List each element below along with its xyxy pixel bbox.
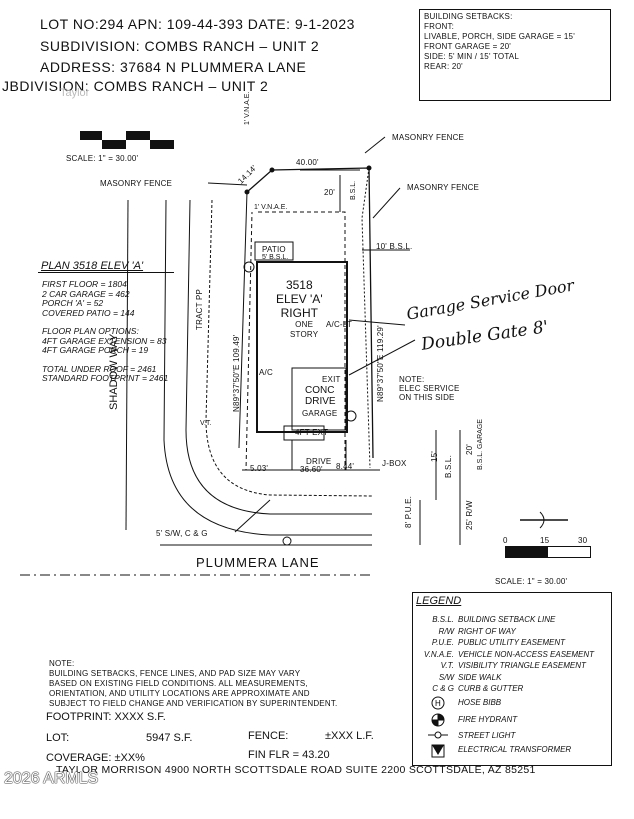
legend-fire-hydrant: FIRE HYDRANT (458, 715, 518, 724)
conc-drive-label: CONC DRIVE (305, 385, 336, 407)
house-label: 3518 ELEV 'A' RIGHT (276, 278, 323, 320)
pue-label: 8' P.U.E. (404, 495, 413, 528)
exit-label: EXIT (322, 375, 341, 384)
acu-label: A/C-LT (326, 320, 352, 329)
left-bearing: N89°37'50"E 109.49' (232, 334, 241, 412)
legend-hose-bibb: HOSE BIBB (458, 698, 502, 707)
scale-tick-15: 15 (540, 536, 550, 545)
dim-40: 40.00' (296, 158, 319, 167)
setbacks-title: BUILDING SETBACKS: (424, 12, 513, 21)
bsl-20-top: 20' (324, 188, 336, 197)
footprint-stat: FOOTPRINT: XXXX S.F. (46, 711, 166, 723)
masonry-fence-label-top: MASONRY FENCE (392, 133, 465, 142)
builder-footer: TAYLOR MORRISON 4900 NORTH SCOTTSDALE RO… (56, 764, 536, 776)
lot-apn-date: LOT NO:294 APN: 109-44-393 DATE: 9-1-202… (40, 16, 355, 32)
svg-text:H: H (435, 699, 441, 708)
setbacks-livable: LIVABLE, PORCH, SIDE GARAGE = 15' (424, 32, 575, 41)
dim-20: 20' (465, 443, 474, 455)
scale-bar-bottom (505, 546, 591, 558)
fence-label: FENCE: (248, 730, 289, 742)
bsl-rear: B.S.L. (350, 180, 357, 200)
scale-tick-30: 30 (578, 536, 588, 545)
legend-title: LEGEND (416, 595, 462, 607)
jbox-label: J-BOX (382, 459, 407, 468)
subdivision: SUBDIVISION: COMBS RANCH – UNIT 2 (40, 38, 320, 54)
setbacks-rear: REAR: 20' (424, 62, 463, 71)
street-light-icon (428, 731, 448, 739)
coverage-stat: COVERAGE: ±XX% (46, 752, 145, 764)
scale-label-top: SCALE: 1" = 30.00' (66, 154, 139, 163)
dim-15: 15' (430, 450, 439, 462)
legend-symbols: H (428, 696, 448, 758)
setbacks-box (419, 9, 611, 101)
dim-8-44: 8.44' (336, 462, 355, 471)
setbacks-front-garage: FRONT GARAGE = 20' (424, 42, 512, 51)
mls-watermark: 2026 ARMLS (4, 770, 99, 787)
hose-bibb-icon: H (431, 696, 445, 710)
legend-electrical-transformer: ELECTRICAL TRANSFORMER (458, 745, 572, 754)
dim-36-60: 36.60' (300, 465, 323, 474)
plan-title: PLAN 3518 ELEV 'A' (41, 260, 144, 272)
masonry-fence-label-right: MASONRY FENCE (407, 183, 480, 192)
ft-ext-label: 4FT EXT (295, 428, 329, 437)
rw-label: 25' R/W (465, 500, 474, 530)
legend-street-light: STREET LIGHT (458, 731, 516, 740)
sw-cg-label: 5' S/W, C & G (156, 529, 208, 538)
electrical-transformer-icon (431, 744, 445, 758)
ghost-text: Taylor (60, 87, 90, 99)
bsl-front: B.S.L. (444, 455, 453, 478)
tract-label: TRACT PP (195, 288, 204, 330)
street-name: PLUMMERA LANE (196, 555, 320, 570)
plan-divider (38, 272, 174, 273)
legend-box (412, 592, 612, 766)
ac-label: A/C (259, 368, 273, 377)
fence-value: ±XXX L.F. (325, 730, 374, 742)
vnae-left: 1' V.N.A.E. (254, 204, 288, 211)
garage-label: GARAGE (302, 409, 338, 418)
vt-label: V.T. (200, 420, 212, 427)
bsl-10: 10' B.S.L. (376, 242, 413, 251)
legend-descs: BUILDING SETBACK LINE RIGHT OF WAY PUBLI… (458, 615, 595, 693)
subdivision-overlay: JBDIVISION: COMBS RANCH – UNIT 2 (2, 78, 269, 94)
dim-5-03: 5.03' (250, 464, 269, 473)
patio-bsl: 5' B.S.L. (262, 254, 289, 261)
plan-details: FIRST FLOOR = 1804 2 CAR GARAGE = 462 PO… (42, 279, 169, 383)
bsl-garage: B.S.L. GARAGE (477, 419, 484, 470)
setbacks-side: SIDE: 5' MIN / 15' TOTAL (424, 52, 519, 61)
patio-label: PATIO (262, 245, 286, 254)
scale-tick-0: 0 (503, 536, 508, 545)
right-bearing: N89°37'50"E 119.29' (376, 325, 385, 402)
one-story-label: ONE STORY (290, 320, 319, 339)
legend-abbrs: B.S.L. R/W P.U.E. V.N.A.E. V.T. S/W C & … (423, 615, 454, 693)
scale-label-bottom: SCALE: 1" = 30.00' (495, 577, 568, 586)
masonry-fence-label-left: MASONRY FENCE (100, 179, 173, 188)
scale-bar-top (80, 131, 175, 149)
fire-hydrant-icon (431, 713, 445, 727)
elec-service-note: NOTE: ELEC SERVICE ON THIS SIDE (399, 375, 460, 402)
address: ADDRESS: 37684 N PLUMMERA LANE (40, 59, 307, 75)
setbacks-front: FRONT: (424, 22, 455, 31)
lot-value: 5947 S.F. (146, 732, 193, 744)
lot-label: LOT: (46, 732, 70, 744)
vnae-top: 1' V.N.A.E. (244, 91, 251, 125)
drive-label: DRIVE (306, 457, 332, 466)
general-note: NOTE: BUILDING SETBACKS, FENCE LINES, AN… (49, 659, 338, 708)
fin-floor-stat: FIN FLR = 43.20 (248, 749, 330, 761)
